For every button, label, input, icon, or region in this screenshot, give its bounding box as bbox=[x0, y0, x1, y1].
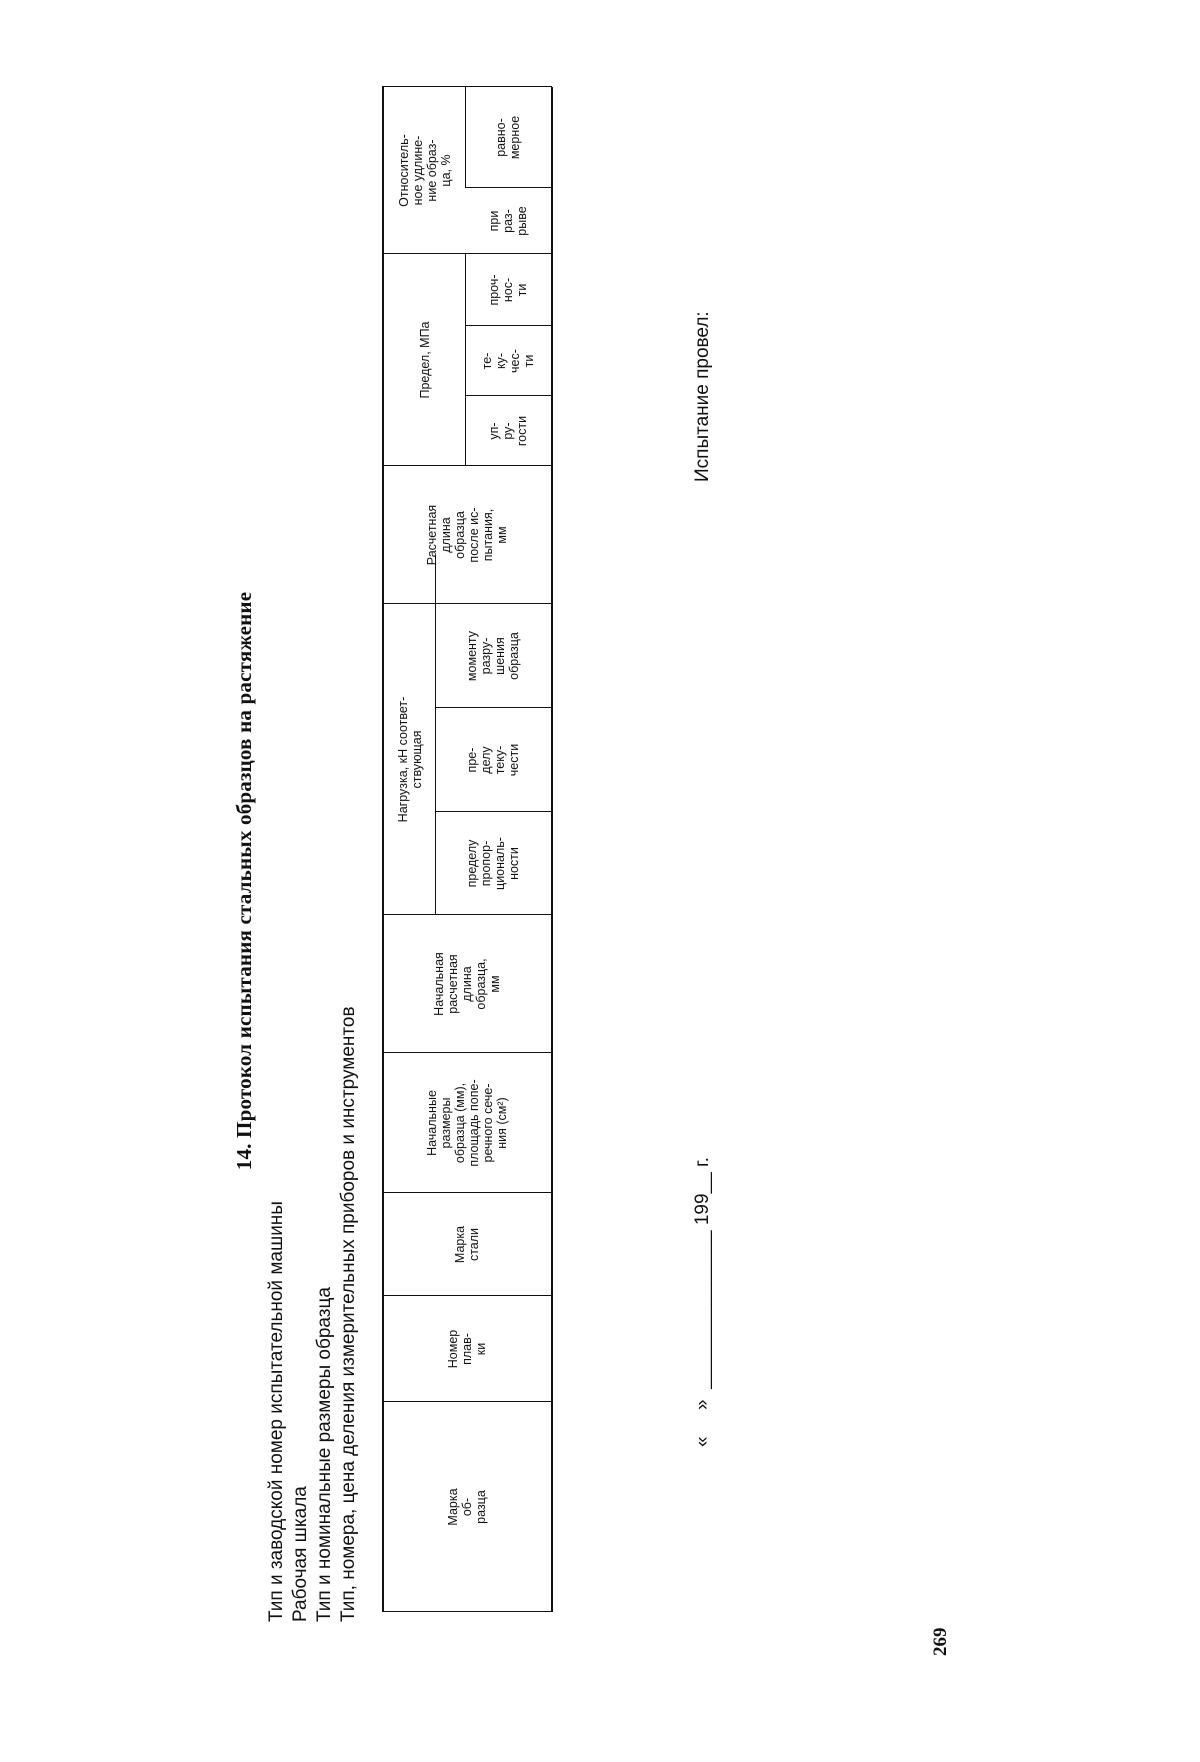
header-initial-dimensions: Начальные размеры образца (мм), площадь … bbox=[425, 1079, 509, 1167]
header-heat-number: Номер плав- ки bbox=[446, 1329, 488, 1369]
header-final-gauge-length: Расчетная длина образца после ис- пытани… bbox=[425, 504, 509, 566]
field-working-scale: Рабочая шкала bbox=[290, 1486, 311, 1622]
header-limit-yield: те- ку- чес- ти bbox=[480, 349, 536, 373]
header-limit-group: Предел, МПа bbox=[417, 321, 432, 399]
header-steel-grade: Марка стали bbox=[453, 1225, 481, 1264]
header-elongation-break: при раз- рыве bbox=[487, 206, 529, 236]
header-sample-mark: Марка об- разца bbox=[446, 1488, 488, 1526]
field-test-machine: Тип и заводской номер испытательной маши… bbox=[266, 1201, 287, 1622]
header-limit-elasticity: уп- ру- гости bbox=[487, 415, 529, 447]
header-load-yield: пре- делу теку- чести bbox=[465, 743, 521, 777]
field-sample-type: Тип и номинальные размеры образца bbox=[314, 1287, 335, 1622]
header-load-group: Нагрузка, кН соответ- ствующая bbox=[395, 696, 424, 823]
header-load-proportionality: пределу пропор- циональ- ности bbox=[465, 837, 521, 890]
header-elongation-group: Относитель- ное удлине- ние образ- ца, % bbox=[396, 134, 453, 207]
header-initial-gauge-length: Начальная расчетная длина образца, мм bbox=[432, 952, 502, 1016]
date-line: « » _______________ 199__ г. bbox=[692, 1157, 713, 1447]
header-elongation-uniform: равно- мерное bbox=[494, 115, 522, 160]
header-limit-strength: проч- нос- ти bbox=[487, 274, 529, 306]
page-number: 269 bbox=[930, 1627, 951, 1657]
table-bottom-rule bbox=[551, 87, 553, 1612]
document-title: 14. Протокол испытания стальных образцов… bbox=[232, 591, 256, 1171]
signature-label: Испытание провел: bbox=[692, 311, 713, 482]
field-instruments: Тип, номера, цена деления измерительных … bbox=[338, 1006, 359, 1622]
header-load-fracture: моменту разру- шения образца bbox=[465, 630, 521, 682]
